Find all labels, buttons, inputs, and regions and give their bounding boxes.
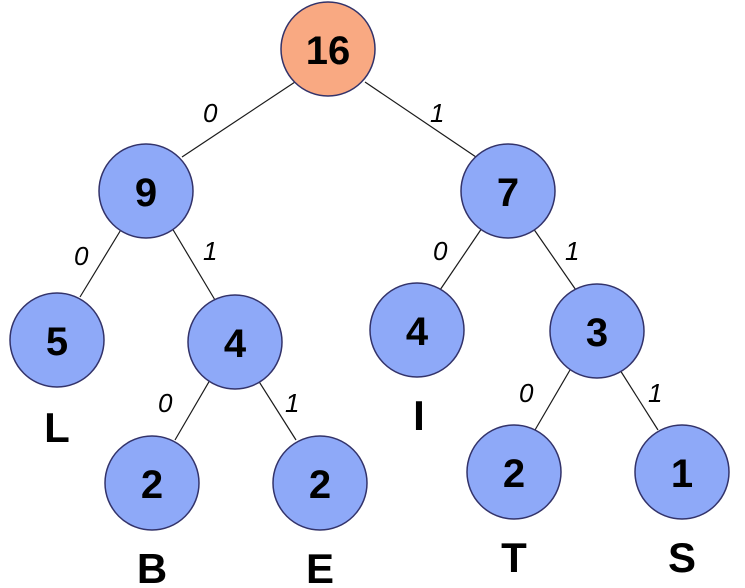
edge-4-left	[174, 379, 211, 441]
node-1-value: 1	[671, 452, 693, 496]
node-5: 5	[9, 292, 105, 388]
edge-label-root-left: 0	[203, 98, 218, 128]
leaf-letter-e: E	[306, 545, 334, 588]
node-7-value: 7	[497, 171, 519, 215]
node-3-value: 3	[586, 311, 608, 355]
node-root: 16	[280, 1, 376, 97]
node-7: 7	[460, 143, 556, 239]
node-3-circle	[549, 283, 645, 379]
edge-label-4-left: 0	[158, 388, 173, 418]
node-4-left-value: 4	[224, 322, 247, 366]
node-7-circle	[460, 143, 556, 239]
node-3: 3	[549, 283, 645, 379]
leaf-letters: L I B E T S	[44, 392, 696, 588]
node-4-right-value: 4	[406, 310, 429, 354]
node-2-e: 2	[272, 435, 368, 531]
node-9-circle	[98, 143, 194, 239]
node-5-circle	[9, 292, 105, 388]
edge-label-9-right: 1	[203, 236, 217, 266]
leaf-letter-i: I	[413, 392, 425, 439]
node-5-value: 5	[46, 320, 68, 364]
edge-3-left	[534, 369, 571, 431]
edge-label-7-left: 0	[433, 236, 448, 266]
node-4-left: 4	[187, 294, 283, 390]
edge-root-left	[181, 81, 296, 158]
node-2-b-value: 2	[141, 463, 163, 507]
node-2-t: 2	[466, 424, 562, 520]
node-2-e-value: 2	[309, 463, 331, 507]
edge-7-right	[532, 227, 579, 294]
edge-label-9-left: 0	[74, 241, 89, 271]
node-2-t-value: 2	[503, 452, 525, 496]
edge-label-3-left: 0	[519, 378, 534, 408]
node-2-e-circle	[272, 435, 368, 531]
node-2-t-circle	[466, 424, 562, 520]
node-4-right-circle	[369, 282, 465, 378]
tree-edges	[79, 81, 659, 441]
tree-nodes: 16 9 7 5 4 4 3 2	[9, 1, 730, 531]
node-9-value: 9	[135, 171, 157, 215]
edge-label-root-right: 1	[430, 98, 444, 128]
edge-3-right	[619, 369, 659, 431]
leaf-letter-s: S	[668, 534, 696, 581]
edge-9-right	[171, 227, 216, 301]
node-1-circle	[634, 424, 730, 520]
edge-label-3-right: 1	[648, 378, 662, 408]
edge-7-left	[439, 227, 483, 291]
node-4-right: 4	[369, 282, 465, 378]
edge-labels: 0 1 0 1 0 1 0 1 0 1	[74, 98, 662, 418]
leaf-letter-b: B	[137, 545, 167, 588]
edge-label-4-right: 1	[285, 388, 299, 418]
node-9: 9	[98, 143, 194, 239]
edge-9-left	[79, 227, 123, 298]
leaf-letter-l: L	[44, 404, 70, 451]
edge-4-right	[257, 379, 297, 441]
node-2-b: 2	[104, 435, 200, 531]
node-root-value: 16	[306, 29, 351, 73]
node-1: 1	[634, 424, 730, 520]
node-4-left-circle	[187, 294, 283, 390]
edge-root-right	[364, 81, 477, 158]
leaf-letter-t: T	[501, 534, 527, 581]
edge-label-7-right: 1	[565, 236, 579, 266]
node-root-circle	[280, 1, 376, 97]
node-2-b-circle	[104, 435, 200, 531]
